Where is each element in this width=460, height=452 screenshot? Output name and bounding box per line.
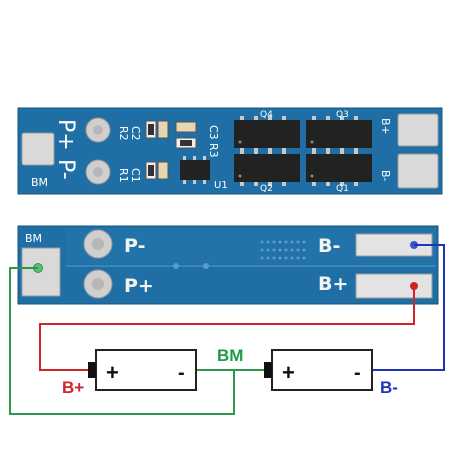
bottom-p-minus-label: P- (124, 235, 145, 257)
label-q4: Q4 (260, 110, 273, 120)
top-b-plus-label: B+ (379, 118, 392, 135)
top-p-minus-label: P- (53, 159, 78, 180)
label-q1: Q1 (336, 184, 349, 194)
battery-left-plus: + (106, 360, 119, 385)
bottom-p-plus-label: P+ (124, 275, 154, 297)
battery-left: + - (88, 349, 197, 391)
top-bm-label: BM (31, 176, 48, 189)
bottom-pcb-board: BM P- P+ B- B+ (17, 225, 439, 305)
top-p-plus-label: P+ (53, 119, 78, 151)
label-c3: C3 (207, 125, 220, 140)
battery-right-plus: + (282, 360, 295, 385)
u1-chip (180, 156, 210, 184)
b-plus-wire-label: B+ (62, 378, 84, 397)
bottom-bm-label: BM (25, 232, 42, 245)
wire-b-minus (372, 244, 445, 371)
top-bm-pad (21, 132, 55, 166)
battery-left-minus: - (178, 362, 185, 384)
battery-right: + - (264, 349, 373, 391)
label-r1: R1 (117, 168, 130, 183)
smd-passives (145, 120, 197, 180)
top-pcb-board: BM P+ P- R2 C2 R1 C1 C3 R3 U1 (17, 107, 443, 195)
label-c1: C1 (129, 168, 142, 183)
wire-bm (9, 267, 235, 415)
bottom-b-plus-pad (355, 273, 433, 299)
label-q2: Q2 (260, 184, 273, 194)
battery-right-minus: - (354, 362, 361, 384)
label-r2: R2 (117, 126, 130, 141)
label-r3: R3 (207, 143, 220, 158)
mosfet-chips (234, 116, 372, 186)
via-dots (260, 240, 306, 260)
b-minus-wire-label: B- (380, 378, 398, 397)
label-c2: C2 (129, 126, 142, 141)
bottom-b-minus-label: B- (318, 235, 340, 257)
bottom-b-plus-label: B+ (318, 273, 348, 295)
top-b-minus-pad (397, 153, 439, 189)
top-b-minus-label: B- (379, 170, 392, 182)
wire-b-plus (39, 286, 415, 371)
top-b-plus-pad (397, 113, 439, 147)
label-u1: U1 (214, 180, 228, 191)
bm-wire-label: BM (217, 346, 243, 365)
label-q3: Q3 (336, 110, 349, 120)
